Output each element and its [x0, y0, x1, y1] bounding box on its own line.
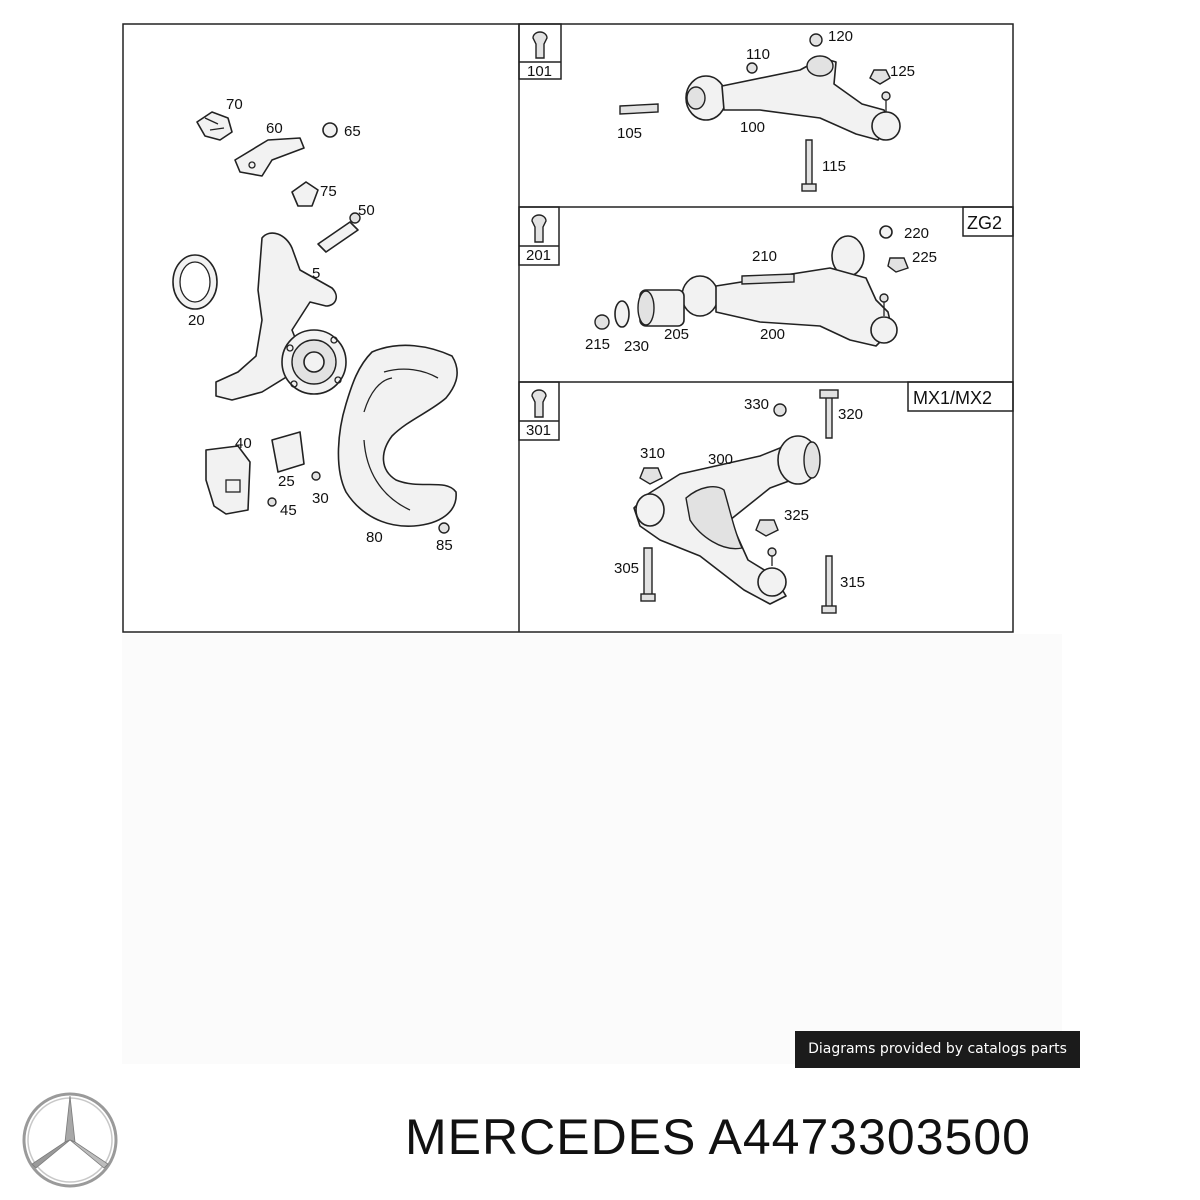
callout-65: 65 — [344, 123, 361, 140]
panel-2: 201 ZG2 220 225 210 215 230 205 200 — [518, 206, 1014, 355]
control-arm-illustration — [619, 33, 901, 192]
panel-2-variant-box — [962, 206, 1014, 237]
panel-3-label-box — [518, 381, 560, 441]
callout-105: 105 — [617, 125, 642, 142]
callout-215: 215 — [585, 336, 610, 353]
callout-120: 120 — [828, 28, 853, 45]
callout-300: 300 — [708, 451, 733, 468]
callout-85: 85 — [436, 537, 453, 554]
callout-310: 310 — [640, 445, 665, 462]
panel-3-label: 301 — [526, 422, 551, 439]
callout-50: 50 — [358, 202, 375, 219]
panel-1-label-box — [518, 23, 562, 80]
bolt-icon — [531, 214, 547, 243]
left-panel-callouts: 70 60 65 75 50 5 20 40 25 30 45 80 85 — [188, 96, 453, 554]
callout-115: 115 — [822, 158, 846, 175]
callout-5: 5 — [312, 265, 320, 282]
callout-40: 40 — [235, 435, 252, 452]
callout-320: 320 — [838, 406, 863, 423]
bolt-icon — [531, 389, 547, 418]
panel-3-variant-box — [907, 381, 1014, 412]
panel-1-label: 101 — [527, 63, 552, 80]
callout-210: 210 — [752, 248, 777, 265]
callout-60: 60 — [266, 120, 283, 137]
panel-3-variant: MX1/MX2 — [913, 388, 992, 408]
control-arm-mx-illustration — [633, 389, 839, 614]
callout-20: 20 — [188, 312, 205, 329]
brand-part-number: MERCEDES A4473303500 — [405, 1109, 1031, 1165]
callout-70: 70 — [226, 96, 243, 113]
callout-325: 325 — [784, 507, 809, 524]
callout-225: 225 — [912, 249, 937, 266]
callout-80: 80 — [366, 529, 383, 546]
callout-220: 220 — [904, 225, 929, 242]
control-arm-zg2-illustration — [594, 225, 909, 347]
panel-1: 101 110 120 125 105 100 115 — [518, 23, 915, 192]
callout-110: 110 — [746, 46, 770, 63]
callout-75: 75 — [320, 183, 337, 200]
callout-315: 315 — [840, 574, 865, 591]
callout-230: 230 — [624, 338, 649, 355]
bolt-icon — [532, 31, 548, 59]
knuckle-assembly-illustration — [172, 111, 458, 534]
watermark-area — [122, 634, 1062, 1064]
panel-2-variant: ZG2 — [967, 213, 1002, 233]
callout-45: 45 — [280, 502, 297, 519]
callout-205: 205 — [664, 326, 689, 343]
callout-305: 305 — [614, 560, 639, 577]
callout-100: 100 — [740, 119, 765, 136]
callout-200: 200 — [760, 326, 785, 343]
diagram-frame — [122, 23, 1014, 633]
diagram-credit-badge: Diagrams provided by catalogs parts — [795, 1031, 1080, 1068]
callout-30: 30 — [312, 490, 329, 507]
panel-2-label: 201 — [526, 247, 551, 264]
callout-25: 25 — [278, 473, 295, 490]
panel-3: 301 MX1/MX2 330 320 310 300 325 305 — [518, 381, 1014, 614]
mercedes-star-icon — [22, 1092, 118, 1188]
panel-2-label-box — [518, 206, 560, 266]
callout-125: 125 — [890, 63, 915, 80]
callout-330: 330 — [744, 396, 769, 413]
